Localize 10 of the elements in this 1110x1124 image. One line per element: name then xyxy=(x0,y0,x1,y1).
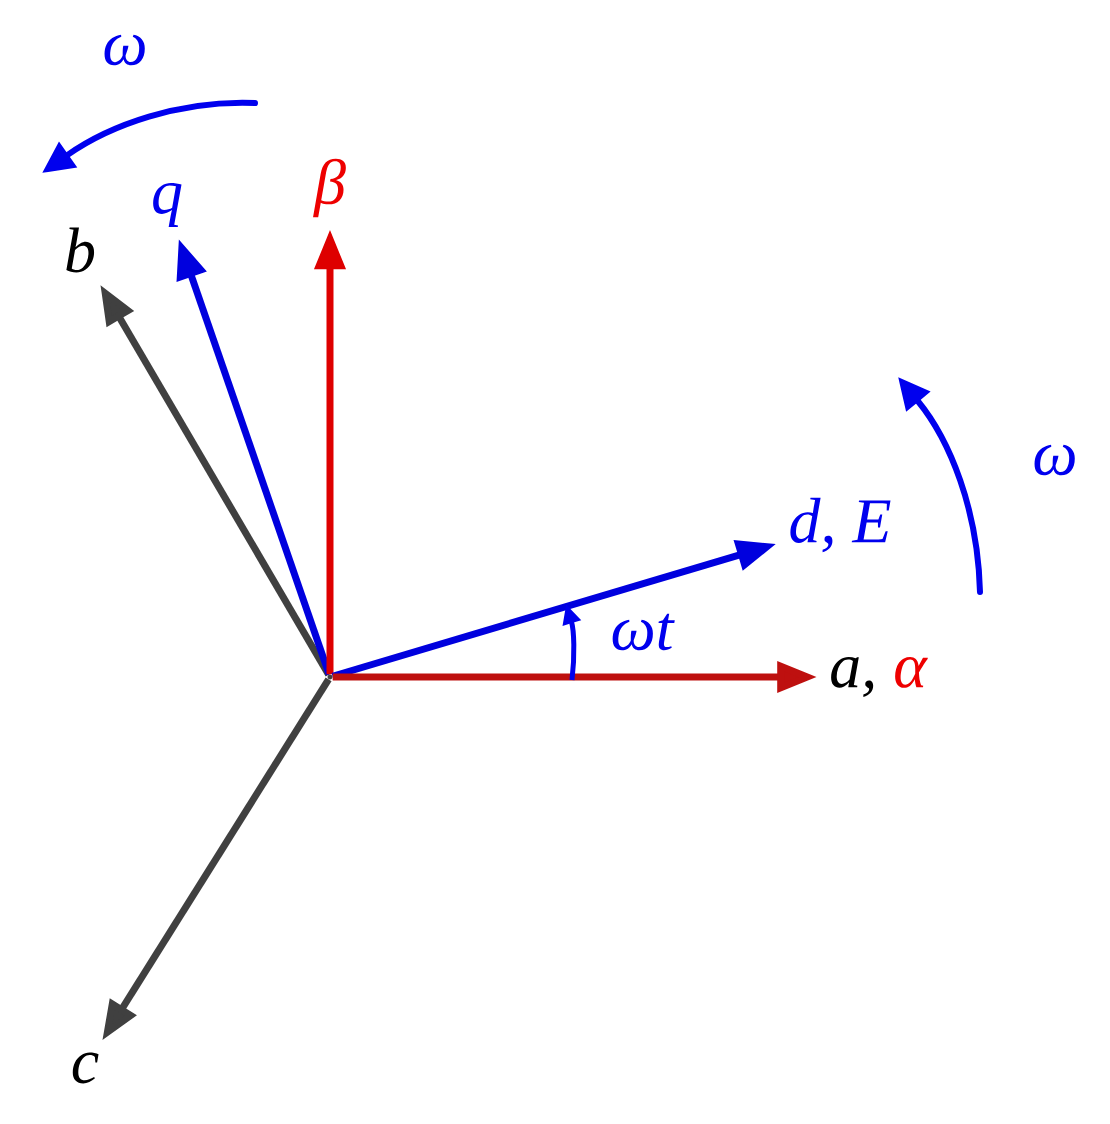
axis-label: a, α xyxy=(831,657,928,698)
axis-label: c xyxy=(72,1052,99,1084)
axis-label: β xyxy=(313,158,346,218)
axis-label: q xyxy=(153,183,182,227)
origin-point xyxy=(327,674,333,680)
axis-label: b xyxy=(66,227,95,273)
angle-label: ω xyxy=(104,34,145,66)
axis-label: d, E xyxy=(790,497,891,553)
angle-label: ω xyxy=(1034,444,1075,476)
angle-label: ωt xyxy=(612,613,675,651)
